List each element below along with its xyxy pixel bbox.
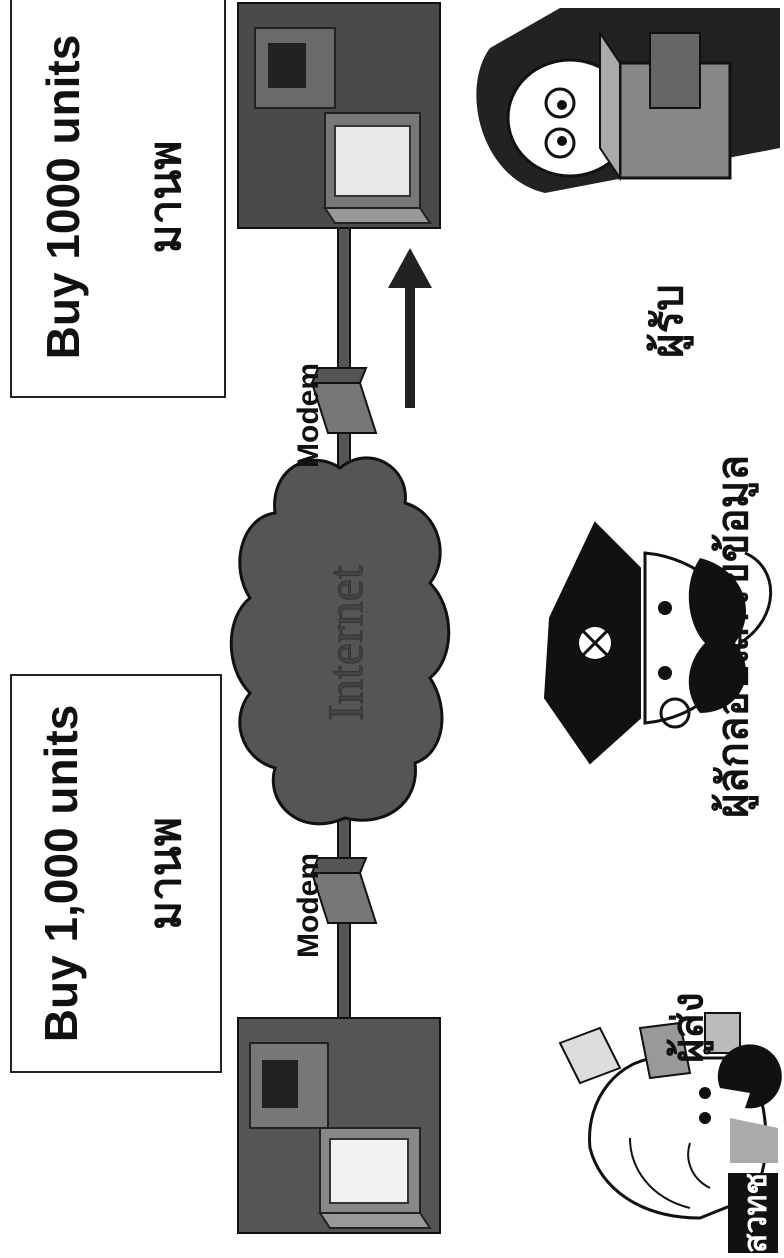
right-modem-icon	[310, 367, 378, 434]
logo-icon: สวทช	[717, 1044, 782, 1253]
forger-label: ผู้ลักลอบแก้ไขข้อมูล	[709, 454, 756, 818]
left-modem-label: Modem	[292, 853, 325, 958]
sender-person-icon	[558, 1012, 768, 1220]
left-modem-icon	[310, 857, 378, 924]
sender-label: ผู้ส่ง	[664, 992, 711, 1063]
receiver-computer-icon	[237, 2, 441, 229]
receiver-label: ผู้รับ	[644, 284, 691, 358]
right-modem-label: Modem	[292, 363, 325, 468]
arrow-icon	[388, 248, 432, 408]
logo-text: สวทช	[737, 1173, 773, 1253]
sender-computer-icon	[237, 1017, 441, 1234]
pirate-icon	[543, 521, 773, 765]
receiver-person-icon	[476, 8, 780, 193]
internet-label: Internet	[317, 565, 373, 721]
internet-cloud-icon: Internet	[229, 456, 451, 826]
